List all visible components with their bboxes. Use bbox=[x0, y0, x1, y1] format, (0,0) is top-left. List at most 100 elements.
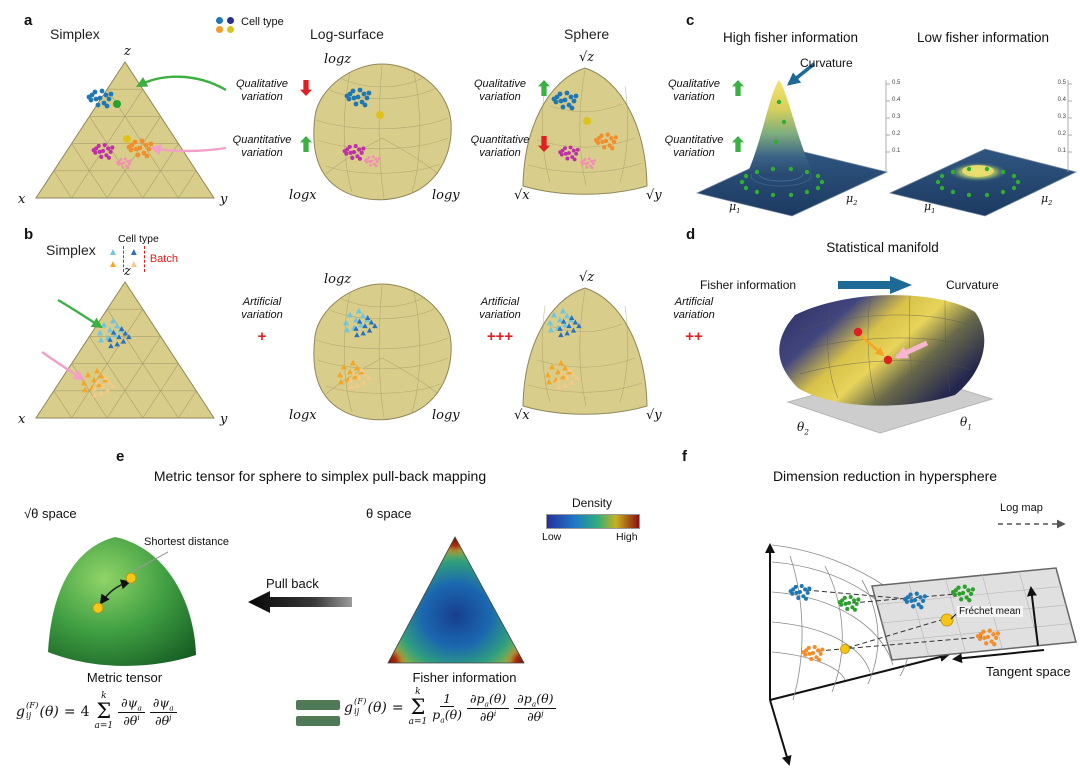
axis-label: √y bbox=[646, 408, 662, 423]
z-tick: 0.2 bbox=[1057, 131, 1066, 137]
axis-label: z bbox=[124, 264, 131, 279]
statistical-manifold-plot bbox=[779, 276, 994, 434]
cell-type-dot-icon bbox=[216, 17, 223, 24]
panel-b-label: b bbox=[24, 226, 34, 243]
tangent-space-label: Tangent space bbox=[986, 664, 1071, 679]
z-tick: 0.1 bbox=[1057, 148, 1066, 154]
cell-type-dot-icon bbox=[227, 26, 234, 33]
frechet-mean-label: Fréchet mean bbox=[957, 606, 1023, 617]
axis-label: logy bbox=[432, 408, 460, 423]
panel-e-label: e bbox=[116, 448, 125, 465]
axis-label: logx bbox=[289, 188, 317, 203]
panel-a-logsurface-plot bbox=[313, 63, 452, 201]
theta-space-density-triangle bbox=[387, 536, 525, 664]
axis-label: √x bbox=[514, 408, 530, 423]
panel-d-label: d bbox=[686, 226, 696, 243]
mu1-axis-label: μ1 bbox=[729, 200, 741, 216]
axis-label: logx bbox=[289, 408, 317, 423]
sqrt-theta-sphere bbox=[48, 537, 196, 666]
axis-label: z bbox=[124, 44, 131, 59]
panel-f-label: f bbox=[682, 448, 687, 465]
cell-type-legend: Cell type bbox=[214, 16, 284, 34]
density-colorbar-title: Density bbox=[571, 496, 612, 510]
simplex-a-title: Simplex bbox=[50, 26, 100, 42]
plus-marks: ++ bbox=[685, 328, 703, 345]
metric-tensor-label: Metric tensor bbox=[86, 670, 163, 685]
z-tick: 0.3 bbox=[892, 114, 901, 120]
legend-dots bbox=[214, 16, 236, 34]
batch-divider bbox=[143, 246, 145, 272]
z-tick: 0.2 bbox=[892, 131, 901, 137]
log-map-label: Log map bbox=[1000, 502, 1043, 514]
axis-label: √x bbox=[514, 188, 530, 203]
legend-title: Cell type bbox=[118, 233, 159, 245]
axis-label: logz bbox=[324, 52, 352, 67]
mu1-axis-label: μ1 bbox=[924, 200, 936, 216]
axis-label: √z bbox=[579, 270, 595, 285]
axis-label: √z bbox=[579, 50, 595, 65]
density-colorbar bbox=[546, 514, 640, 529]
curvature-label: Curvature bbox=[946, 278, 999, 292]
annotation: Quantitative variation bbox=[470, 134, 530, 160]
coefficient: 4 bbox=[80, 703, 90, 720]
pull-back-arrow bbox=[248, 591, 352, 613]
annotation: Artificial variation bbox=[673, 296, 715, 322]
panel-f-title: Dimension reduction in hypersphere bbox=[772, 468, 998, 484]
z-tick: 0.5 bbox=[1057, 80, 1066, 86]
low-fisher-title: Low fisher information bbox=[916, 30, 1050, 45]
annotation: Artificial variation bbox=[241, 296, 283, 322]
hypersphere-plot bbox=[765, 519, 1077, 766]
shortest-distance-label: Shortest distance bbox=[144, 536, 229, 548]
plus-marks: + bbox=[257, 328, 267, 345]
z-tick: 0.4 bbox=[892, 97, 901, 103]
batch-divider bbox=[122, 246, 124, 272]
panel-c-label: c bbox=[686, 12, 695, 29]
theta1-axis-label: θ1 bbox=[960, 415, 972, 432]
fraction: ∂ψa∂θj bbox=[149, 695, 177, 728]
mu2-axis-label: μ2 bbox=[846, 192, 858, 208]
cell-type-batch-legend: Cell type ▲ ▲ ▲ ▲ Batch bbox=[108, 233, 178, 272]
axis-label: logy bbox=[432, 188, 460, 203]
eq-lhs: g(F)ij(θ) bbox=[344, 697, 387, 717]
sphere-a-title: Sphere bbox=[564, 26, 610, 42]
theta-space-label: θ space bbox=[366, 506, 412, 521]
high-fisher-surface-plot bbox=[695, 62, 890, 217]
annotation: Artificial variation bbox=[479, 296, 521, 322]
equals-sign: = bbox=[391, 699, 404, 716]
fisher-information-label: Fisher information bbox=[700, 278, 797, 292]
annotation: Quantitative variation bbox=[664, 134, 724, 160]
high-fisher-title: High fisher information bbox=[722, 30, 859, 45]
cell-type-triangle-icon: ▲ bbox=[128, 246, 139, 258]
cell-type-dot-icon bbox=[227, 17, 234, 24]
z-tick: 0.5 bbox=[892, 80, 901, 86]
panel-a-label: a bbox=[24, 12, 33, 29]
axis-label: y bbox=[220, 192, 228, 207]
green-equals-icon bbox=[296, 700, 340, 726]
cell-type-dot-icon bbox=[216, 26, 223, 33]
z-tick: 0.1 bbox=[892, 148, 901, 154]
plus-marks: +++ bbox=[486, 328, 514, 345]
z-tick: 0.3 bbox=[1057, 114, 1066, 120]
theta2-axis-label: θ2 bbox=[797, 420, 809, 437]
density-high-label: High bbox=[616, 531, 638, 543]
curvature-annotation: Curvature bbox=[800, 56, 853, 70]
low-fisher-surface-plot bbox=[888, 80, 1078, 217]
panel-b-sphere-plot bbox=[522, 287, 648, 415]
panel-b-logsurface-plot bbox=[313, 283, 452, 421]
annotation: Qualitative variation bbox=[668, 78, 720, 104]
batch-label: Batch bbox=[149, 253, 178, 265]
legend-title: Cell type bbox=[241, 16, 284, 28]
panel-e-title: Metric tensor for sphere to simplex pull… bbox=[153, 468, 487, 484]
simplex-b-title: Simplex bbox=[46, 242, 96, 258]
fisher-information-eq-label: Fisher information bbox=[412, 670, 517, 685]
annotation: Qualitative variation bbox=[474, 78, 526, 104]
axis-label: √y bbox=[646, 188, 662, 203]
cell-type-triangle-icon: ▲ bbox=[108, 246, 118, 258]
pull-back-label: Pull back bbox=[266, 576, 319, 591]
fraction: ∂pa(θ)∂θj bbox=[514, 691, 557, 724]
